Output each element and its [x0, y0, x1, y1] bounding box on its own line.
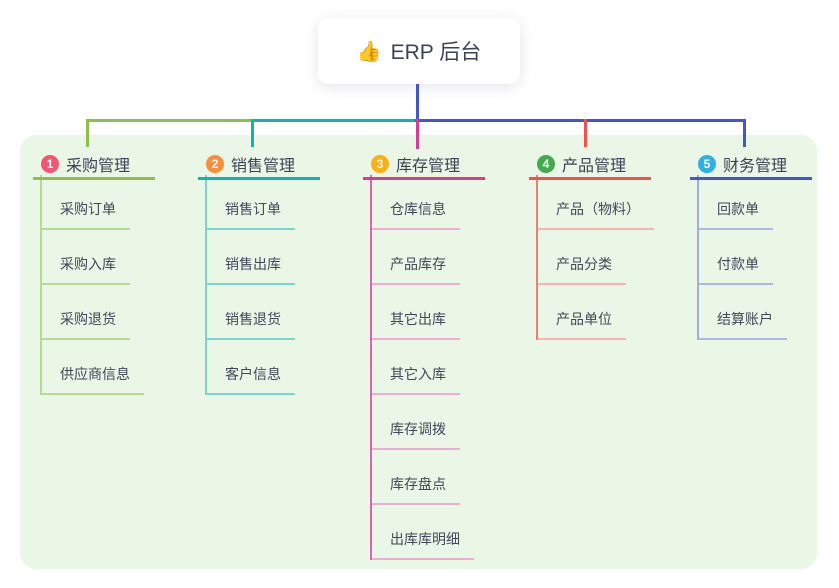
- branch-number-badge: 2: [206, 154, 224, 173]
- root-connector-line: [416, 84, 419, 121]
- child-node[interactable]: 仓库信息: [372, 175, 474, 230]
- child-node[interactable]: 产品单位: [538, 285, 654, 340]
- child-label: 产品（物料）: [538, 199, 654, 230]
- child-label: 销售订单: [207, 199, 295, 230]
- child-label: 销售出库: [207, 254, 295, 285]
- branch-purchase-children: 采购订单 采购入库 采购退货 供应商信息: [40, 175, 144, 395]
- connector-teal-h: [251, 119, 418, 122]
- child-label: 其它入库: [372, 364, 460, 395]
- child-node[interactable]: 采购退货: [42, 285, 144, 340]
- branch-sales-children: 销售订单 销售出库 销售退货 客户信息: [205, 175, 295, 395]
- child-node[interactable]: 回款单: [699, 175, 787, 230]
- child-node[interactable]: 产品分类: [538, 230, 654, 285]
- child-node[interactable]: 销售出库: [207, 230, 295, 285]
- connector-green-h: [86, 119, 254, 122]
- child-node[interactable]: 采购入库: [42, 230, 144, 285]
- child-node[interactable]: 结算账户: [699, 285, 787, 340]
- child-node[interactable]: 产品（物料）: [538, 175, 654, 230]
- branch-finance-title[interactable]: 5 财务管理: [690, 150, 812, 180]
- drop-line-inventory: [416, 119, 419, 149]
- child-node[interactable]: 库存盘点: [372, 450, 474, 505]
- branch-product: 产品（物料） 产品分类 产品单位 4 产品管理: [529, 150, 689, 570]
- child-label: 仓库信息: [372, 199, 460, 230]
- child-label: 采购订单: [42, 199, 130, 230]
- branch-finance-children: 回款单 付款单 结算账户: [697, 175, 787, 340]
- branch-purchase-title[interactable]: 1 采购管理: [33, 150, 155, 180]
- branch-number-badge: 5: [698, 154, 716, 173]
- branch-sales-title[interactable]: 2 销售管理: [198, 150, 320, 180]
- connector-blue-h: [415, 119, 746, 122]
- child-label: 产品分类: [538, 254, 626, 285]
- child-node[interactable]: 销售订单: [207, 175, 295, 230]
- branch-sales: 销售订单 销售出库 销售退货 客户信息 2 销售管理: [198, 150, 358, 570]
- child-label: 销售退货: [207, 309, 295, 340]
- branch-title-label: 库存管理: [396, 157, 461, 175]
- child-label: 采购退货: [42, 309, 130, 340]
- branch-number-badge: 3: [371, 154, 389, 173]
- branch-purchase: 采购订单 采购入库 采购退货 供应商信息 1 采购管理: [33, 150, 193, 570]
- drop-line-purchase: [86, 119, 89, 147]
- child-node[interactable]: 采购订单: [42, 175, 144, 230]
- child-label: 回款单: [699, 199, 773, 230]
- branch-product-children: 产品（物料） 产品分类 产品单位: [536, 175, 654, 340]
- branch-product-title[interactable]: 4 产品管理: [529, 150, 651, 180]
- child-label: 采购入库: [42, 254, 130, 285]
- branches-panel: [20, 135, 817, 569]
- child-node[interactable]: 客户信息: [207, 340, 295, 395]
- child-label: 产品库存: [372, 254, 460, 285]
- child-label: 产品单位: [538, 309, 626, 340]
- branch-finance: 回款单 付款单 结算账户 5 财务管理: [690, 150, 839, 570]
- branch-inventory-title[interactable]: 3 库存管理: [363, 150, 485, 180]
- root-label: ERP 后台: [390, 41, 482, 64]
- branch-title-label: 销售管理: [231, 157, 296, 175]
- child-node[interactable]: 其它出库: [372, 285, 474, 340]
- drop-line-product: [584, 119, 587, 147]
- branch-title-label: 采购管理: [66, 157, 131, 175]
- branch-title-label: 产品管理: [562, 157, 627, 175]
- child-label: 库存盘点: [372, 474, 460, 505]
- branch-number-badge: 1: [41, 154, 59, 173]
- thumbs-up-icon: 👍: [356, 40, 382, 63]
- root-node[interactable]: 👍 ERP 后台: [318, 18, 520, 84]
- child-label: 库存调拨: [372, 419, 460, 450]
- drop-line-finance: [743, 119, 746, 147]
- child-node[interactable]: 库存调拨: [372, 395, 474, 450]
- branch-number-badge: 4: [537, 154, 555, 173]
- child-node[interactable]: 其它入库: [372, 340, 474, 395]
- child-node[interactable]: 销售退货: [207, 285, 295, 340]
- child-label: 付款单: [699, 254, 773, 285]
- child-label: 客户信息: [207, 364, 295, 395]
- child-label: 结算账户: [699, 309, 787, 340]
- child-label: 供应商信息: [42, 364, 144, 395]
- child-node[interactable]: 出库库明细: [372, 505, 474, 560]
- branch-inventory: 仓库信息 产品库存 其它出库 其它入库 库存调拨 库存盘点 出库库明细 3 库存…: [363, 150, 523, 570]
- branch-inventory-children: 仓库信息 产品库存 其它出库 其它入库 库存调拨 库存盘点 出库库明细: [370, 175, 474, 560]
- child-node[interactable]: 供应商信息: [42, 340, 144, 395]
- branch-title-label: 财务管理: [723, 157, 788, 175]
- child-label: 其它出库: [372, 309, 460, 340]
- child-label: 出库库明细: [372, 529, 474, 560]
- drop-line-sales: [251, 119, 254, 147]
- child-node[interactable]: 付款单: [699, 230, 787, 285]
- child-node[interactable]: 产品库存: [372, 230, 474, 285]
